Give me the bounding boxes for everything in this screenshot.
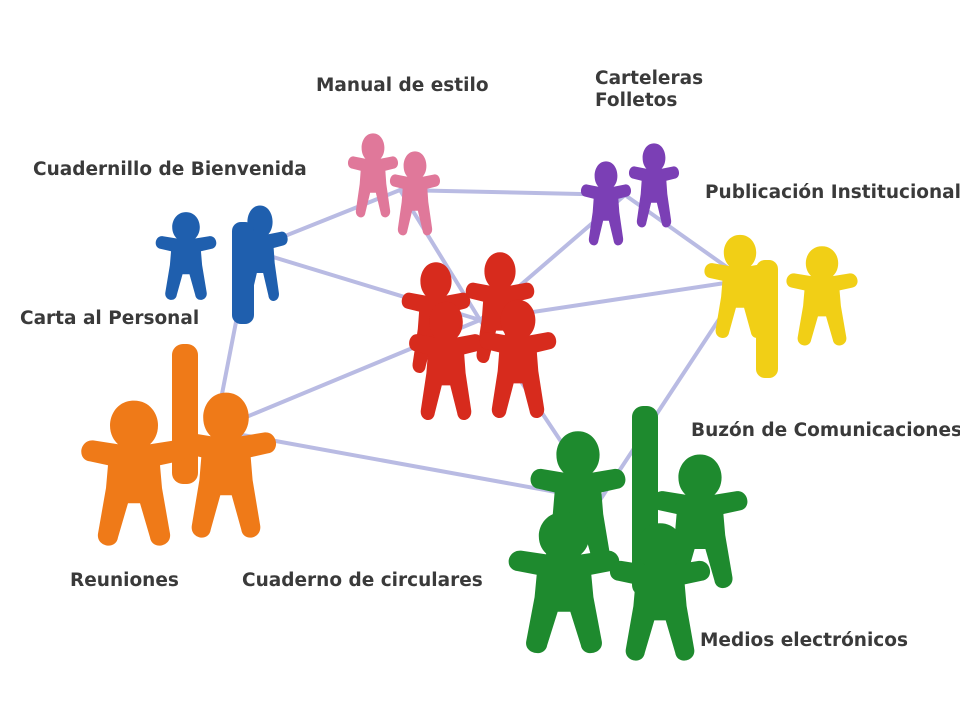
- figure-group-purple: [580, 143, 680, 246]
- person-figure-edge: [756, 260, 778, 378]
- figure-group-red: [401, 252, 557, 421]
- connection-line: [213, 428, 602, 502]
- person-figure: [580, 161, 632, 246]
- figure-group-blue: [155, 205, 288, 324]
- label-manual-de-estilo: Manual de estilo: [316, 75, 489, 96]
- label-medios-electronicos: Medios electrónicos: [700, 630, 908, 651]
- figure-group-orange: [81, 344, 277, 546]
- label-carteleras: Carteleras: [595, 68, 704, 89]
- label-reuniones: Reuniones: [70, 570, 179, 591]
- label-cuaderno-circulares: Cuaderno de circulares: [242, 570, 483, 591]
- label-cuadernillo-bienvenida: Cuadernillo de Bienvenida: [33, 159, 307, 180]
- person-figure: [81, 400, 187, 546]
- label-buzon-comunicaciones: Buzón de Comunicaciones: [691, 420, 960, 441]
- label-publicacion-institucional: Publicación Institucional: [705, 182, 960, 203]
- person-figure-edge: [232, 222, 254, 324]
- figure-group-pink: [347, 133, 441, 236]
- figure-group-green: [508, 406, 748, 661]
- person-figure-edge: [172, 344, 198, 484]
- label-carta-al-personal: Carta al Personal: [20, 308, 200, 329]
- person-figure: [347, 133, 399, 218]
- person-figure: [155, 212, 217, 300]
- label-folletos: Folletos: [595, 90, 678, 112]
- figure-group-yellow: [704, 234, 858, 378]
- label-carteleras-folletos: Carteleras Folletos: [595, 68, 703, 112]
- person-figure: [786, 246, 858, 346]
